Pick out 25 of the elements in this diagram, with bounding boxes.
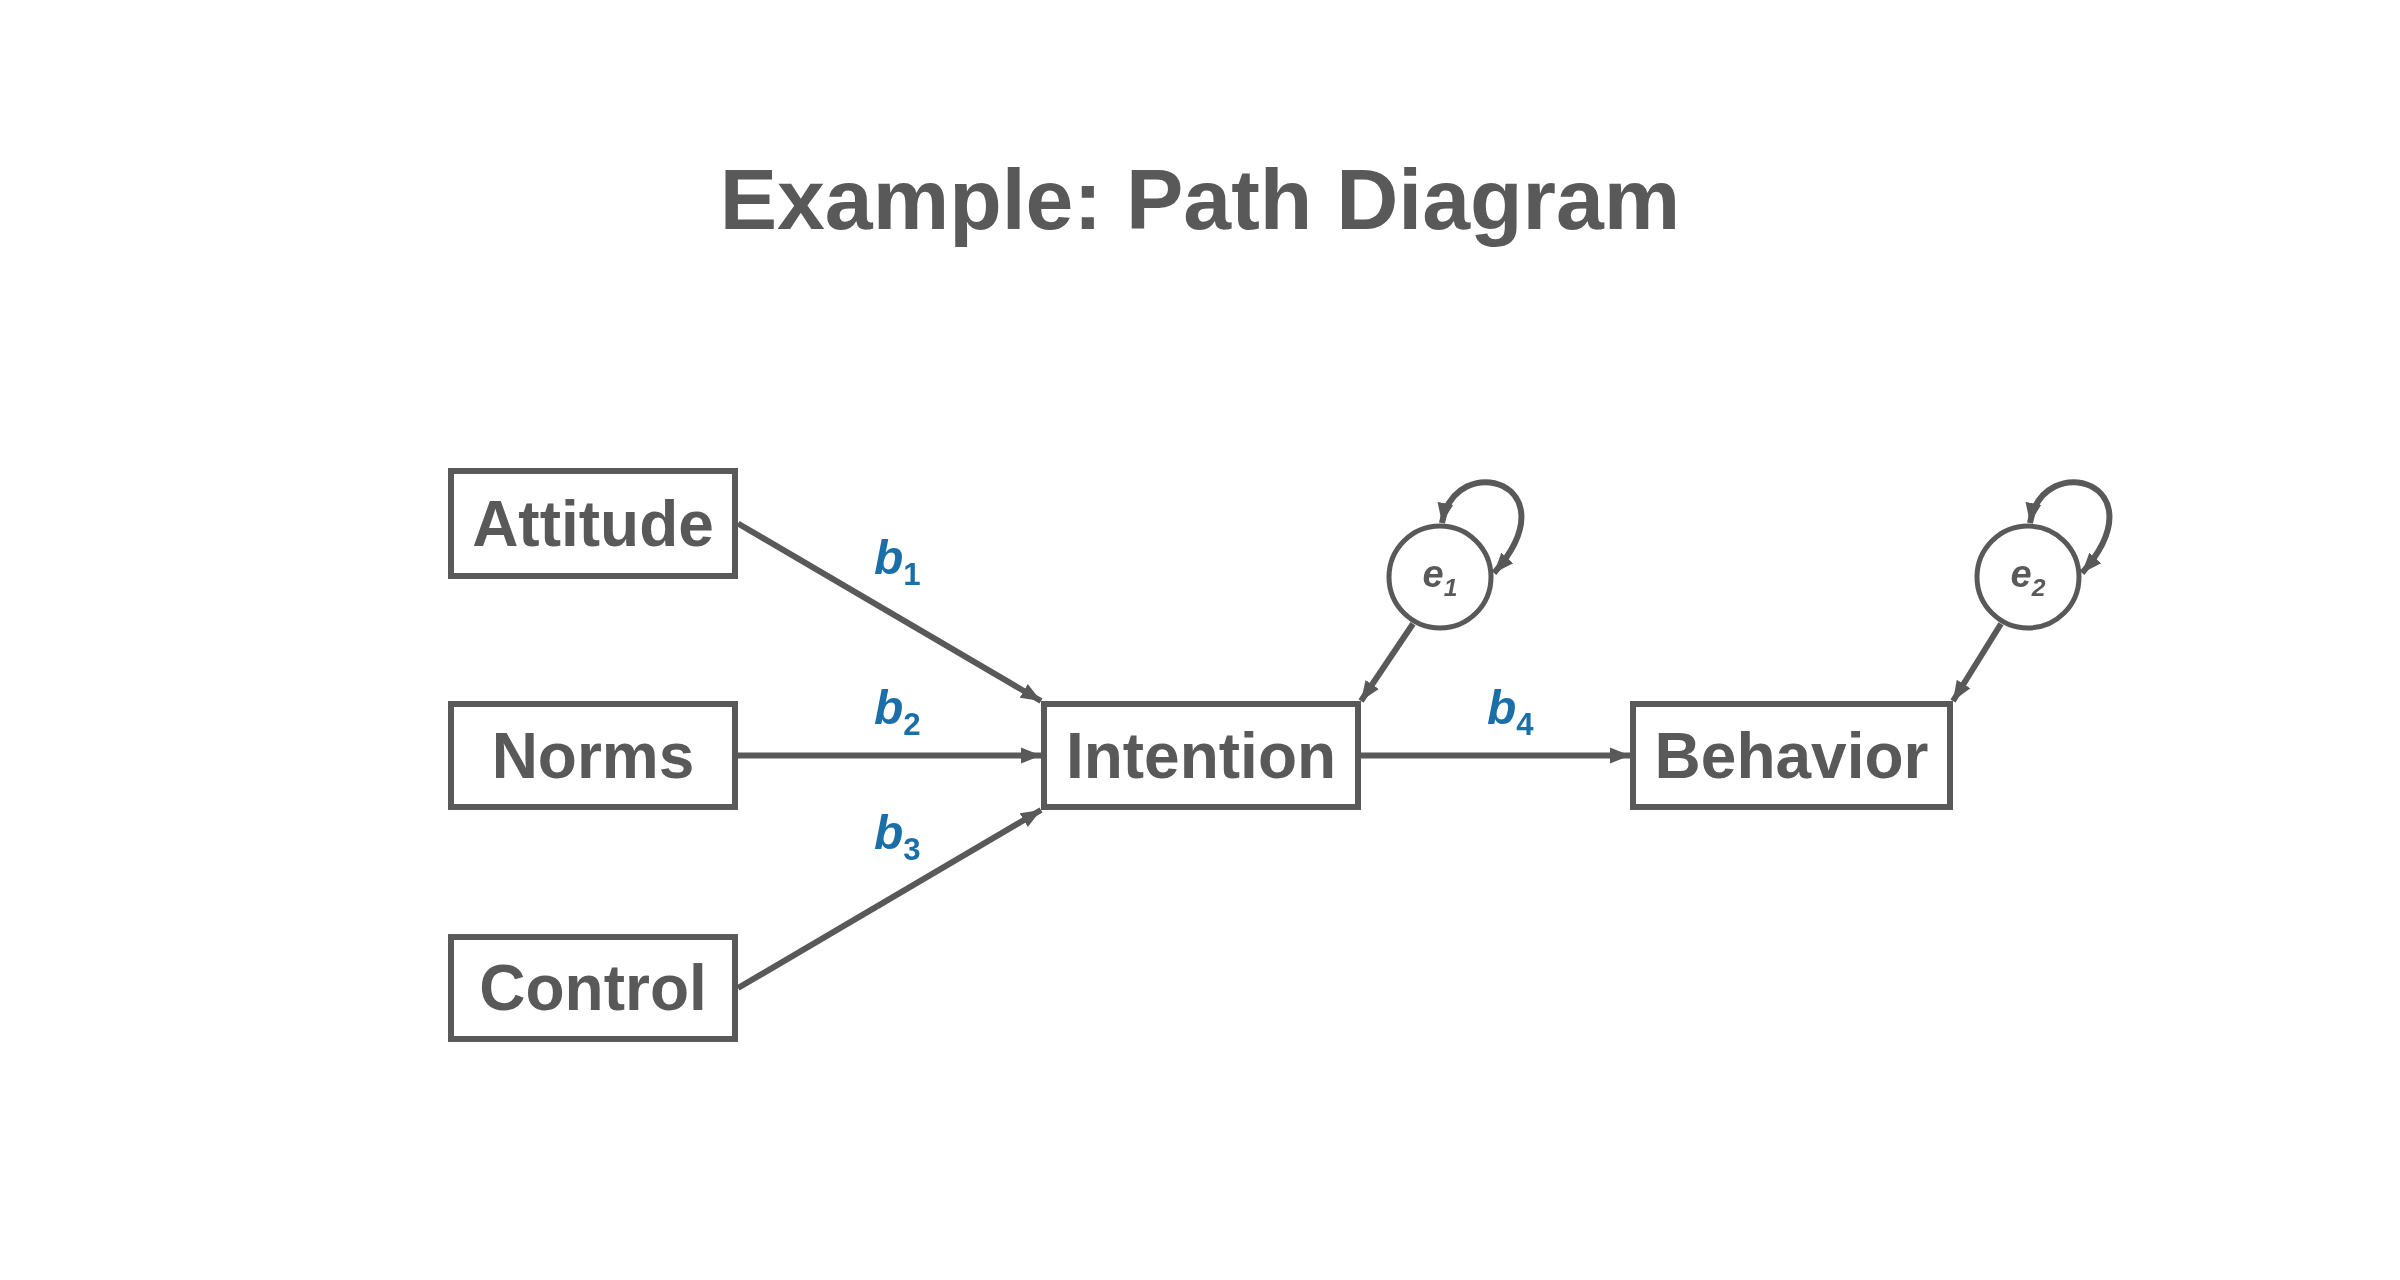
title: Example: Path Diagram: [719, 151, 1681, 247]
edge-label: b$_{2}$: [873, 680, 922, 743]
edge-label: b$_{3}$: [873, 805, 922, 868]
arrow: [1358, 622, 1416, 703]
variable-box: [448, 701, 738, 810]
variable-box: [1041, 701, 1361, 810]
edge-label: b$_{1}$: [873, 530, 922, 593]
node-label: Norms: [491, 718, 695, 793]
edge-label: b$_{4}$: [1486, 680, 1535, 743]
variable-box: [448, 934, 738, 1042]
self-loop-arrow: [1439, 479, 1525, 575]
error-circle: [1974, 523, 2082, 631]
variable-box: [1630, 701, 1953, 810]
arrow: [738, 747, 1041, 764]
error-circle: [1386, 523, 1494, 631]
node-label: Intention: [1065, 718, 1337, 793]
node-label: e$_{1}$: [1422, 552, 1458, 602]
node-label: Behavior: [1654, 718, 1929, 793]
node-label: Control: [479, 951, 707, 1025]
node-label: Attitude: [472, 486, 714, 561]
variable-box: [448, 468, 738, 579]
arrow: [1950, 622, 2004, 703]
node-label: e$_{2}$: [2010, 552, 2046, 602]
self-loop-arrow: [2027, 479, 2113, 575]
arrow: [1361, 747, 1630, 764]
